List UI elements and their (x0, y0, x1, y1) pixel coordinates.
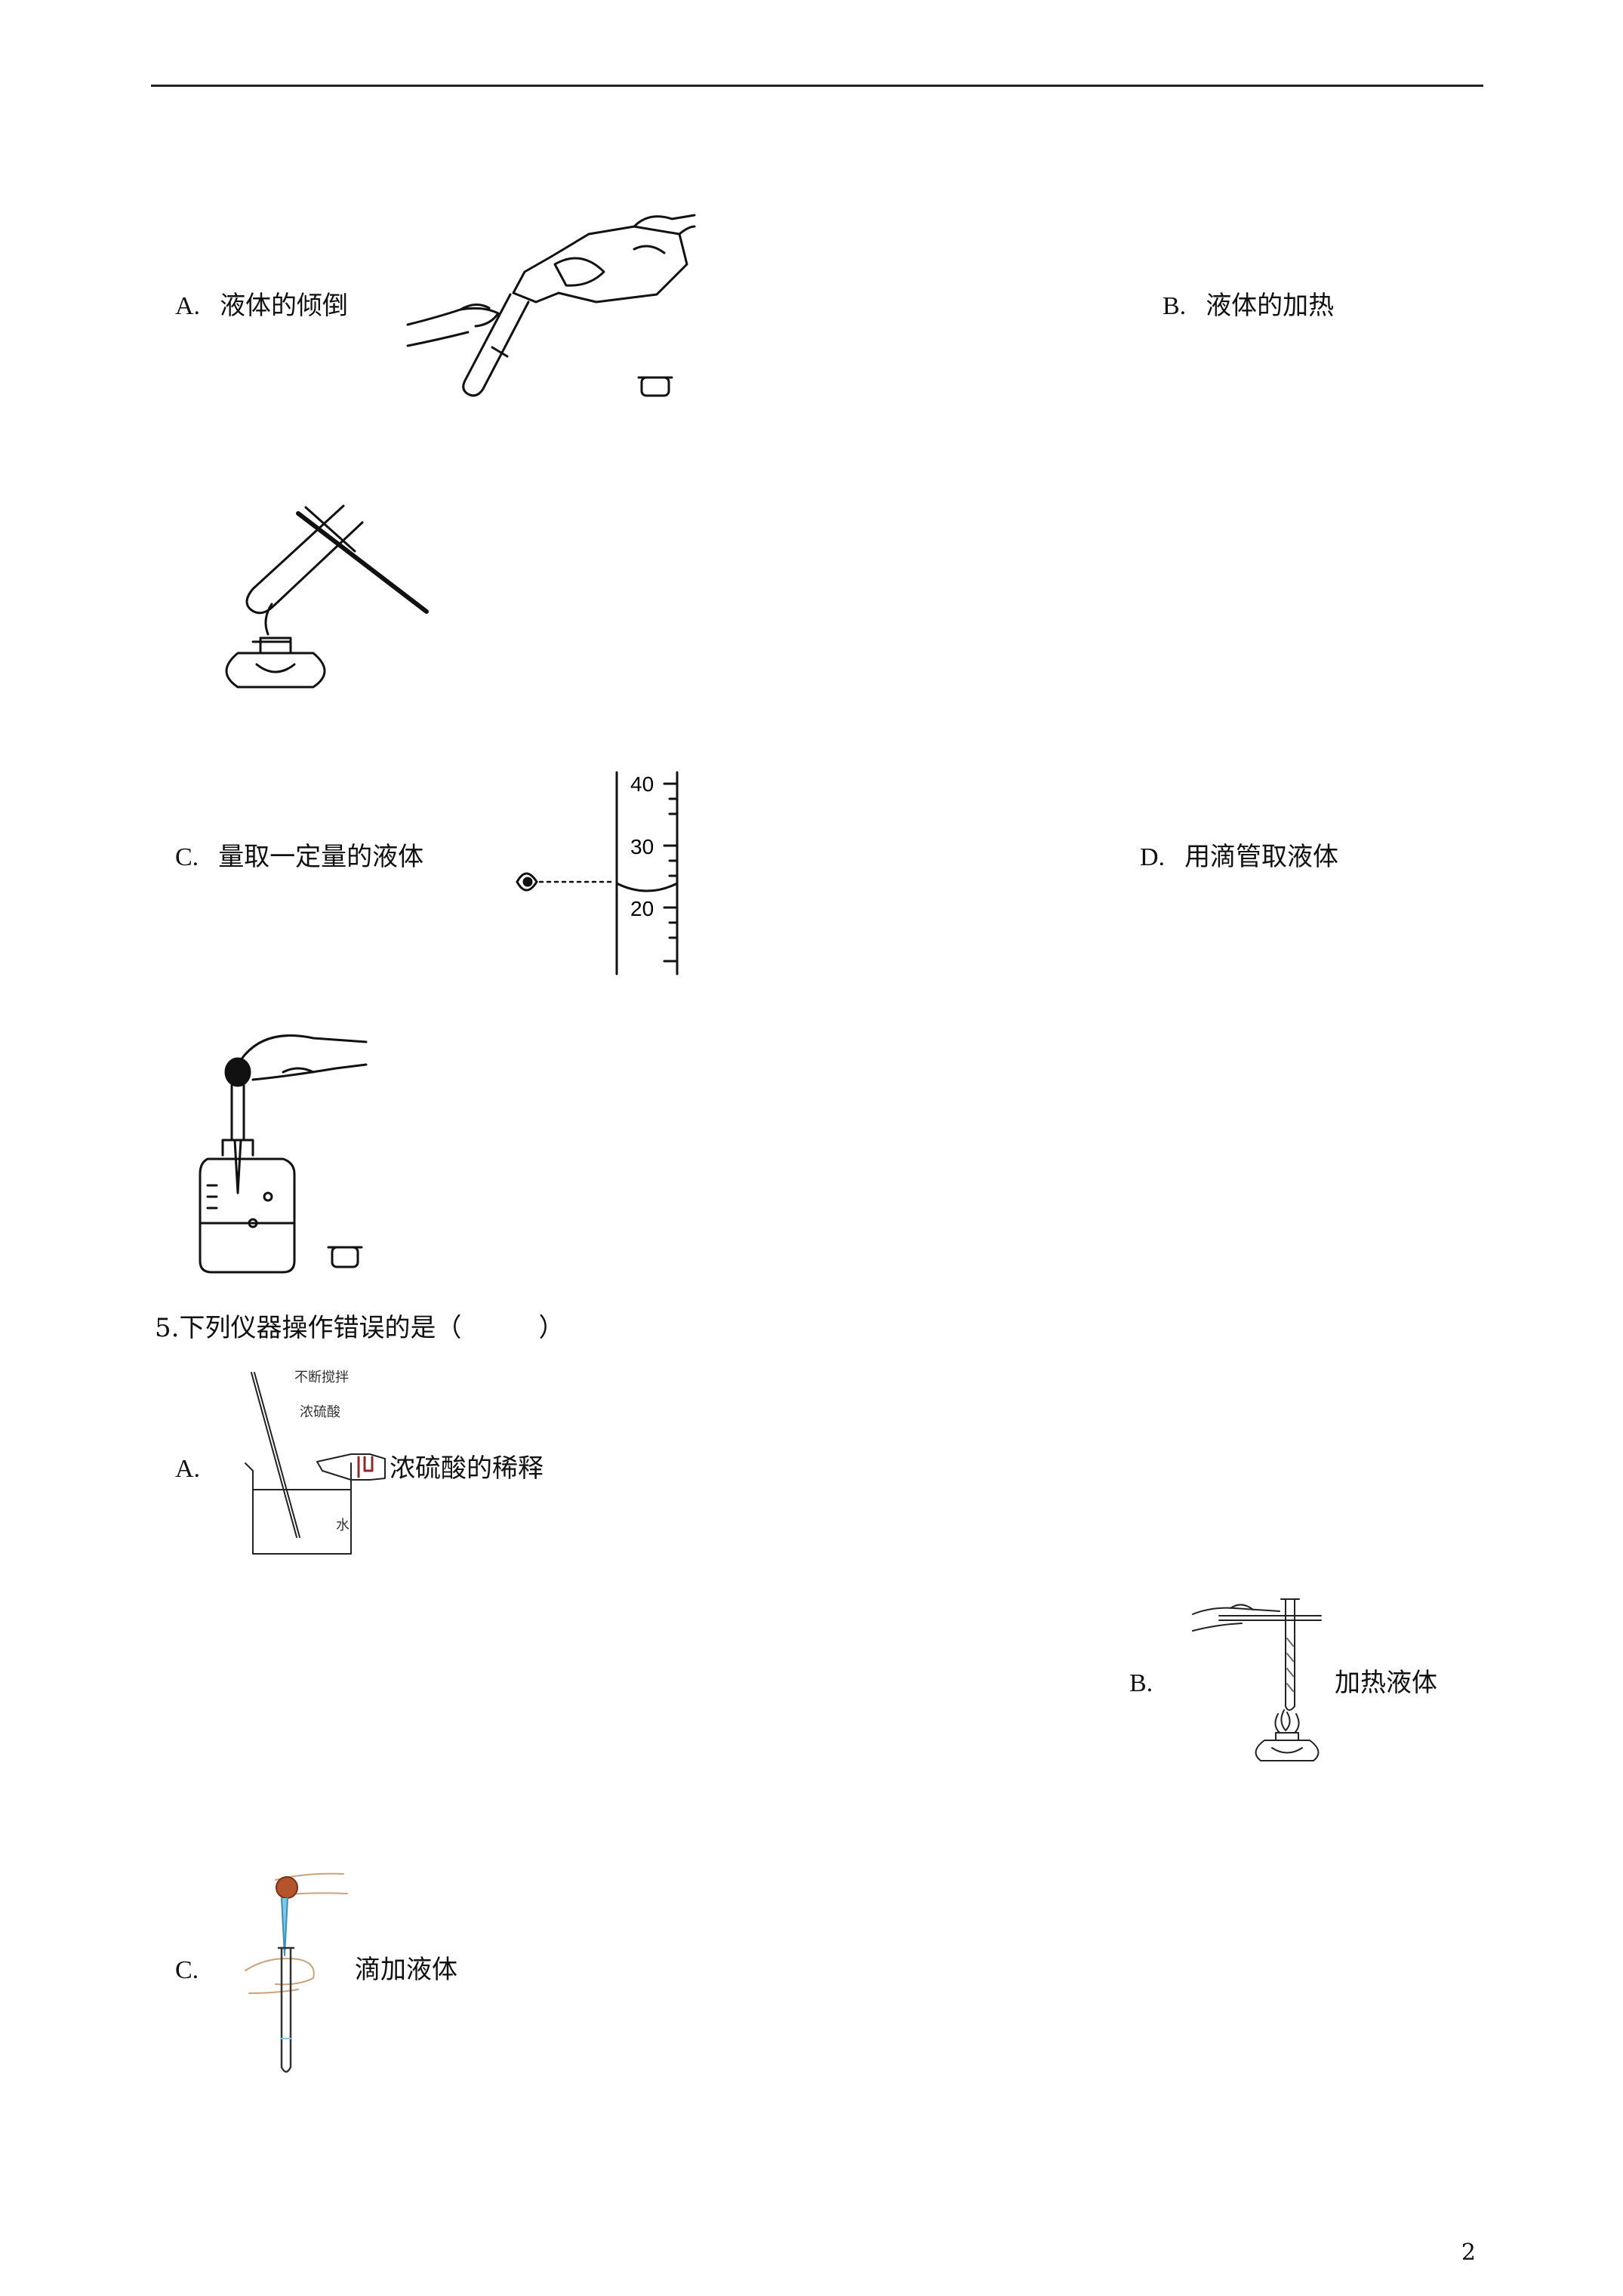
scale-label-30: 30 (630, 835, 654, 858)
q4-option-a[interactable]: A. 液体的倾倒 (175, 293, 348, 319)
q5-option-a-text: 浓硫酸的稀释 (390, 1453, 544, 1484)
pouring-liquid-figure (408, 219, 694, 408)
q5-option-a[interactable]: A. (175, 1456, 200, 1482)
q4-option-b[interactable]: B. 液体的加热 (1163, 293, 1334, 319)
heating-liquid-figure (192, 491, 434, 691)
option-text: 量取一定量的液体 (218, 842, 424, 872)
option-letter: C. (175, 1956, 199, 1984)
scale-label-20: 20 (630, 897, 654, 920)
water-label: 水 (336, 1518, 350, 1533)
option-letter: A. (175, 1455, 201, 1483)
q5-option-c-text: 滴加液体 (355, 1955, 457, 1985)
adding-drops-figure (238, 1865, 359, 2078)
q5-option-c[interactable]: C. (175, 1957, 199, 1983)
option-letter: B. (1163, 292, 1187, 320)
graduated-cylinder-figure: 40 30 20 (510, 769, 691, 976)
acid-dilution-figure: 不断搅拌 浓硫酸 水 (238, 1370, 389, 1558)
option-letter: C. (175, 843, 199, 871)
stir-label: 不断搅拌 (294, 1370, 349, 1385)
option-text: 液体的加热 (1206, 291, 1335, 321)
header-rule (151, 85, 1483, 87)
option-text: 用滴管取液体 (1184, 842, 1339, 872)
dropper-bottle-figure (192, 1034, 374, 1276)
option-text: 液体的倾倒 (220, 291, 349, 321)
heating-tube-figure (1189, 1593, 1329, 1763)
option-letter: D. (1140, 843, 1166, 871)
q5-option-b-text: 加热液体 (1335, 1668, 1437, 1698)
scale-label-40: 40 (630, 772, 654, 796)
q5-option-b[interactable]: B. (1129, 1670, 1153, 1697)
option-letter: A. (175, 292, 201, 320)
q4-option-d[interactable]: D. 用滴管取液体 (1140, 844, 1338, 871)
page-number: 2 (1461, 2239, 1476, 2266)
acid-label: 浓硫酸 (300, 1404, 340, 1420)
option-letter: B. (1129, 1669, 1153, 1697)
q4-option-c[interactable]: C. 量取一定量的液体 (175, 844, 423, 871)
q5-question: 5.下列仪器操作错误的是（ ） (155, 1313, 565, 1343)
